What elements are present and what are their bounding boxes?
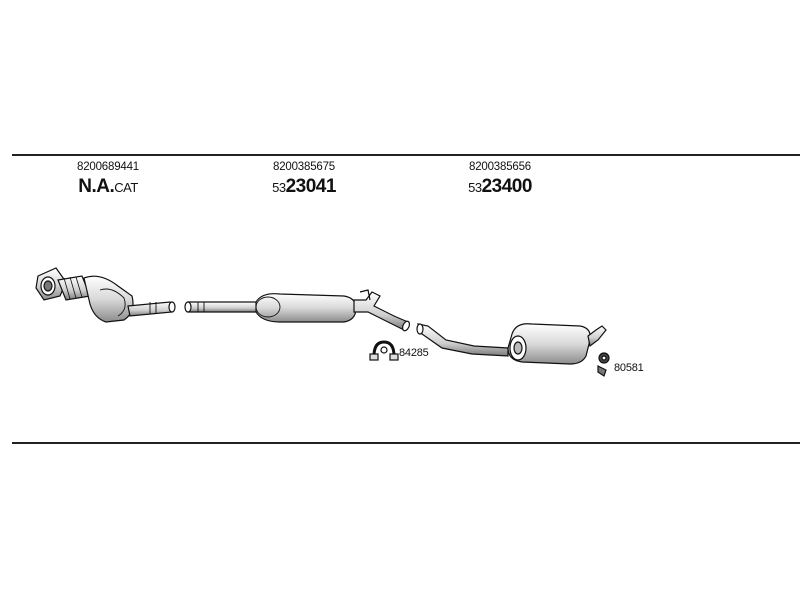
oe-number: 8200689441 [77, 161, 139, 173]
clamp-icon [369, 340, 399, 361]
part-label-rear-silencer: 8200385656 5323400 [458, 161, 542, 197]
part-code: 5323400 [468, 175, 532, 197]
rear-silencer-icon [416, 323, 607, 365]
top-rule [12, 154, 800, 156]
catalytic-converter-icon [35, 267, 176, 323]
oe-number: 8200385656 [469, 161, 531, 173]
bottom-rule [12, 442, 800, 444]
part-code: 5323041 [272, 175, 336, 197]
part-label-catalyst: 8200689441 N.A.CAT [68, 161, 148, 197]
accessory-number-clamp: 84285 [399, 347, 429, 359]
part-label-middle-silencer: 8200385675 5323041 [262, 161, 346, 197]
middle-silencer-icon [184, 289, 411, 332]
part-code: N.A.CAT [78, 175, 138, 197]
rubber-mount-icon [597, 352, 610, 377]
accessory-number-rubber-mount: 80581 [614, 362, 644, 374]
oe-number: 8200385675 [273, 161, 335, 173]
